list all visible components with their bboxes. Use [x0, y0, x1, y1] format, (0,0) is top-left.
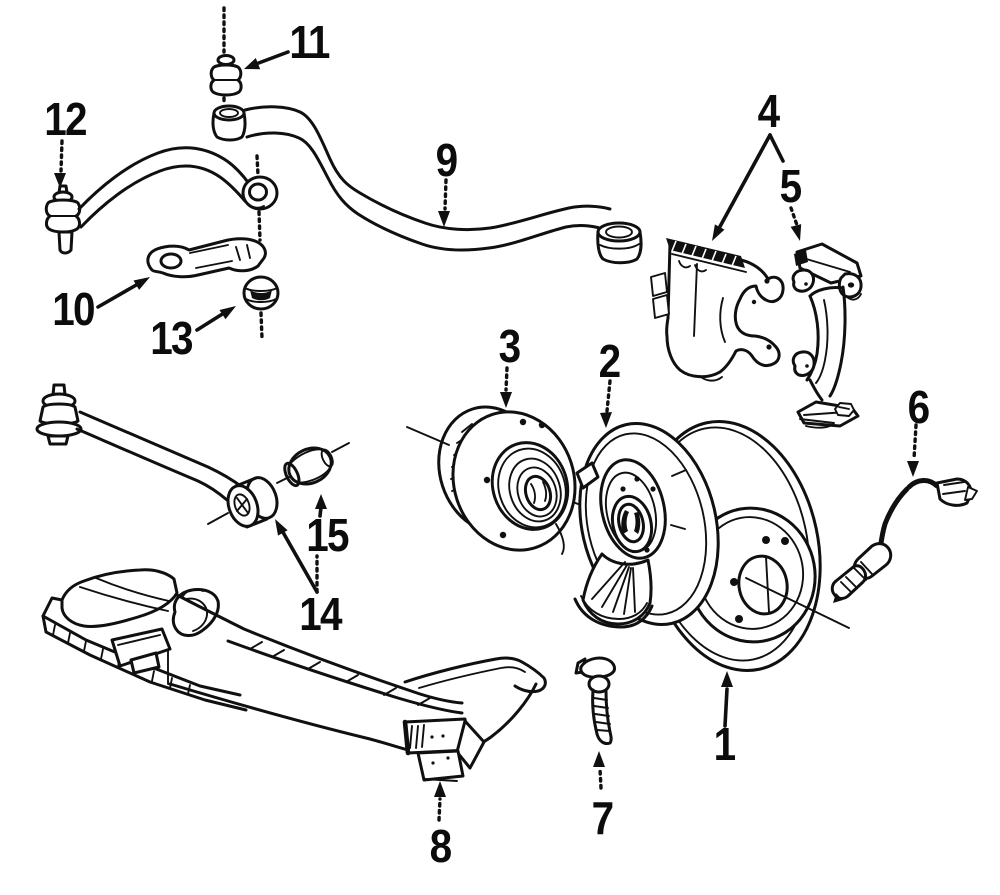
callout-14: 14 — [299, 588, 342, 640]
stabilizer-bracket — [146, 237, 267, 279]
callout-6: 6 — [907, 381, 930, 433]
callout-12: 12 — [44, 93, 87, 145]
wheel-hub — [437, 405, 577, 555]
stabilizer-bar — [211, 104, 643, 265]
caliper-bracket — [791, 242, 863, 429]
callout-3: 3 — [498, 320, 521, 372]
callout-9: 9 — [435, 134, 458, 186]
callout-15: 15 — [306, 509, 349, 561]
callout-5: 5 — [779, 160, 802, 212]
stabilizer-bushing-lower — [242, 275, 280, 311]
callout-10: 10 — [52, 283, 95, 335]
callout-1: 1 — [713, 718, 736, 770]
stabilizer-bushing-upper — [209, 6, 243, 107]
callout-7: 7 — [591, 792, 614, 844]
callout-2: 2 — [598, 335, 621, 387]
callout-13: 13 — [150, 312, 193, 364]
mounting-bolt — [574, 656, 616, 745]
callout-8: 8 — [429, 820, 452, 872]
control-arm-lower — [35, 383, 334, 529]
splash-shield — [573, 421, 720, 629]
abs-sensor-wire — [830, 477, 978, 603]
stabilizer-link-left — [44, 146, 279, 340]
rotor-axis-line — [745, 577, 850, 629]
callout-11: 11 — [289, 16, 330, 68]
brake-caliper — [650, 238, 785, 382]
callout-4: 4 — [757, 85, 780, 137]
subframe-crossmember — [41, 568, 547, 782]
callout-arrows — [54, 50, 919, 822]
